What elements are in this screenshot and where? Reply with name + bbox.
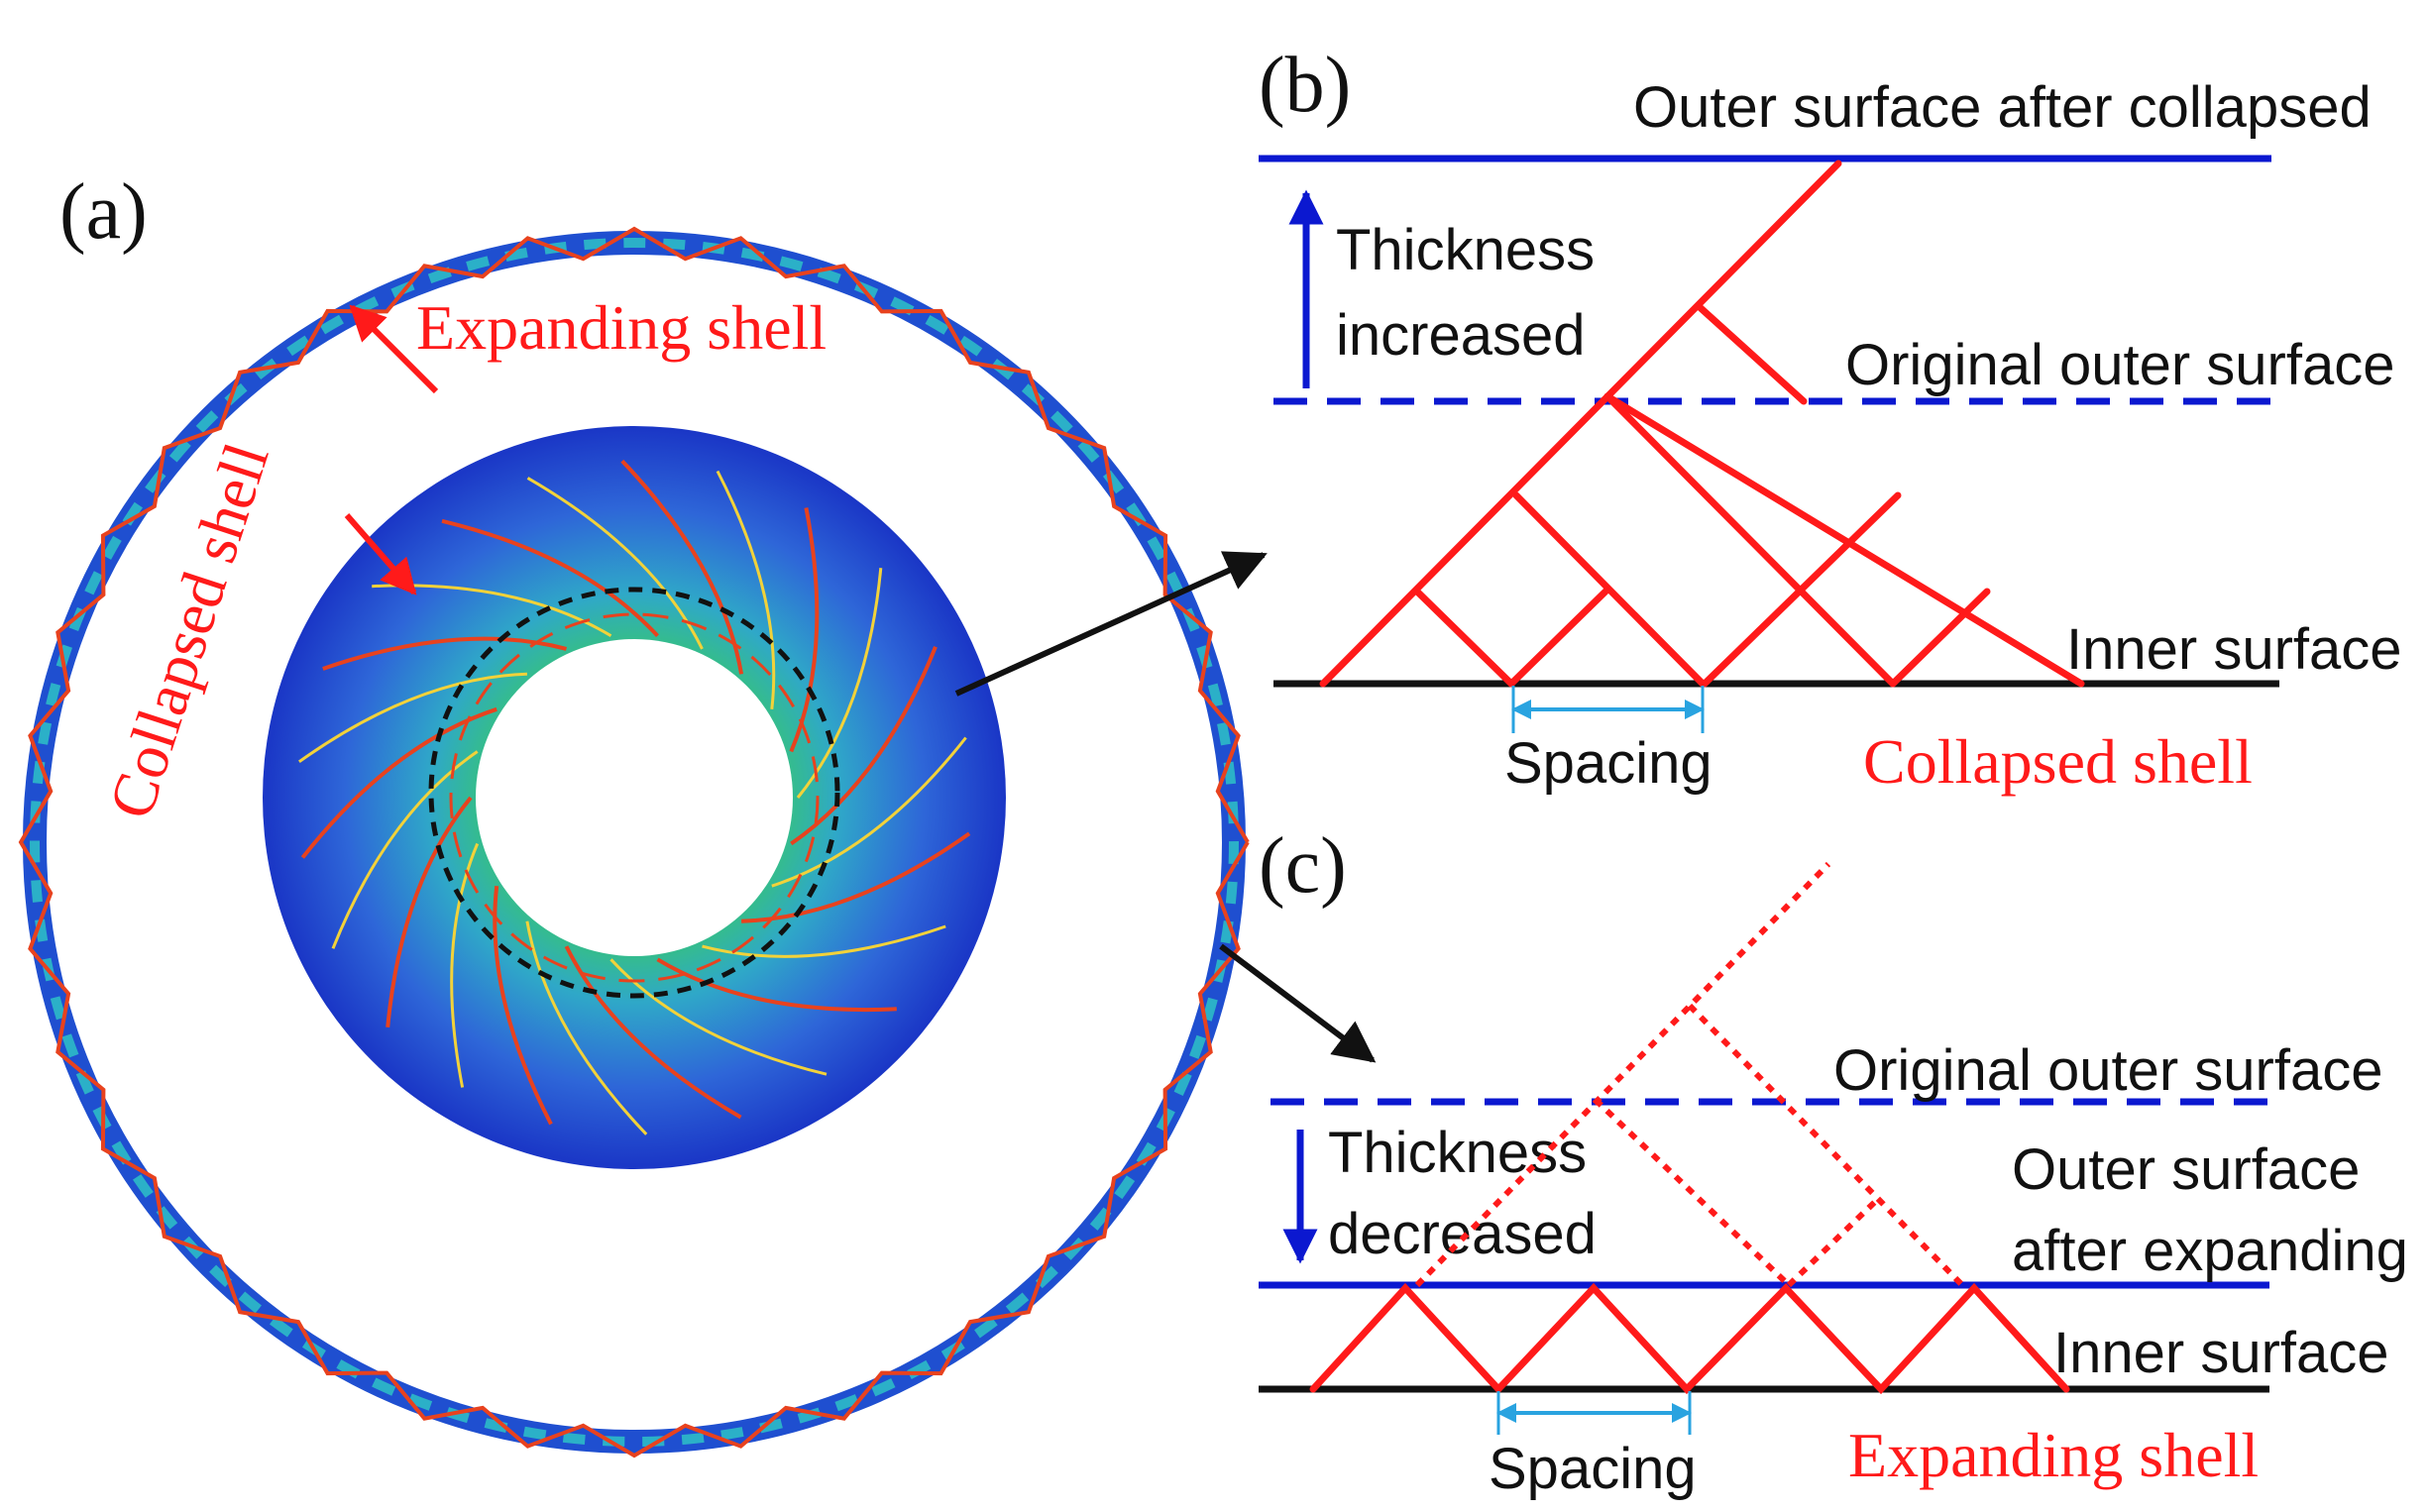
disk-crack: [702, 924, 946, 958]
disk-crack: [564, 945, 742, 1120]
disk-crack: [789, 507, 820, 753]
panel-b: (b) Outer surface after collapsed Thickn…: [1259, 42, 2402, 797]
disk-crack: [386, 796, 473, 1027]
disk-crack: [790, 645, 938, 846]
expanding-shear-bands: [1309, 1282, 2070, 1395]
disk-bore: [476, 639, 793, 956]
disk-crack: [331, 750, 479, 949]
inner-surface-label: Inner surface: [2066, 617, 2402, 682]
disk-crack: [796, 568, 883, 799]
expanding-shell-ring: [18, 226, 1250, 1458]
expanding-shell-band-cyan: [30, 238, 1239, 1447]
disk-crack: [493, 885, 553, 1126]
disk-crack: [441, 518, 659, 638]
thickness-decreased-line2: decreased: [1328, 1202, 1597, 1266]
original-outer-surface-label: Original outer surface: [1845, 333, 2394, 397]
disk-crack-web: [449, 612, 820, 983]
collapsed-shell-caption: Collapsed shell: [1863, 726, 2253, 797]
disk-crack: [771, 736, 967, 888]
disk-crack: [609, 958, 828, 1076]
expanding-shell-caption: Expanding shell: [1848, 1420, 2259, 1490]
disk-crack: [322, 636, 568, 671]
collapsed-shell-cracks: [298, 459, 971, 1135]
ring-crack-zigzag: [18, 226, 1250, 1458]
disk-crack: [741, 831, 971, 923]
disk-crack: [656, 957, 897, 1013]
collapsed-shear-bands: [1319, 160, 2085, 688]
original-shear-bands-dotted: [1414, 861, 1965, 1288]
disk-crack: [450, 842, 480, 1088]
outer-surface-after-expanding-label1: Outer surface: [2012, 1137, 2360, 1202]
disk-crack: [526, 477, 704, 650]
collapsed-shell-label: Collapsed shell: [95, 435, 282, 827]
panel-c-label: (c): [1259, 822, 1347, 910]
panel-b-label: (b): [1259, 42, 1351, 129]
thickness-increased-line2: increased: [1336, 303, 1585, 368]
disk-crack: [525, 920, 648, 1135]
original-outer-surface-label-c: Original outer surface: [1833, 1038, 2382, 1103]
outer-surface-after-collapsed-label: Outer surface after collapsed: [1633, 75, 2372, 140]
spacing-label-b: Spacing: [1504, 731, 1712, 796]
disk-crack: [620, 459, 744, 675]
panel-c: (c) Original outer surface Thickness dec…: [1259, 822, 2408, 1501]
expanding-shell-arrow: [349, 304, 439, 394]
thickness-decreased-line1: Thickness: [1328, 1121, 1587, 1185]
disk-crack: [298, 672, 527, 764]
disk-crack: [716, 470, 776, 709]
original-radius-dashed-circle: [428, 587, 840, 999]
outer-surface-after-expanding-label2: after expanding: [2012, 1219, 2408, 1283]
panel-a: (a) Expanding shell Collapsed shell: [18, 168, 1377, 1458]
spacing-label-c: Spacing: [1489, 1437, 1697, 1501]
thickness-increased-line1: Thickness: [1336, 218, 1595, 282]
pointer-to-panel-c: [1219, 943, 1377, 1063]
collapsed-shell-arrow: [344, 513, 417, 595]
collapsed-shell-disk: [263, 426, 1006, 1169]
panel-a-label: (a): [59, 168, 148, 256]
expanding-shell-label: Expanding shell: [416, 292, 827, 363]
expanding-shell-cracks: [18, 226, 1250, 1458]
disk-crack: [300, 706, 497, 859]
inner-surface-label-c: Inner surface: [2053, 1321, 2389, 1385]
pointer-to-panel-b: [954, 551, 1268, 697]
